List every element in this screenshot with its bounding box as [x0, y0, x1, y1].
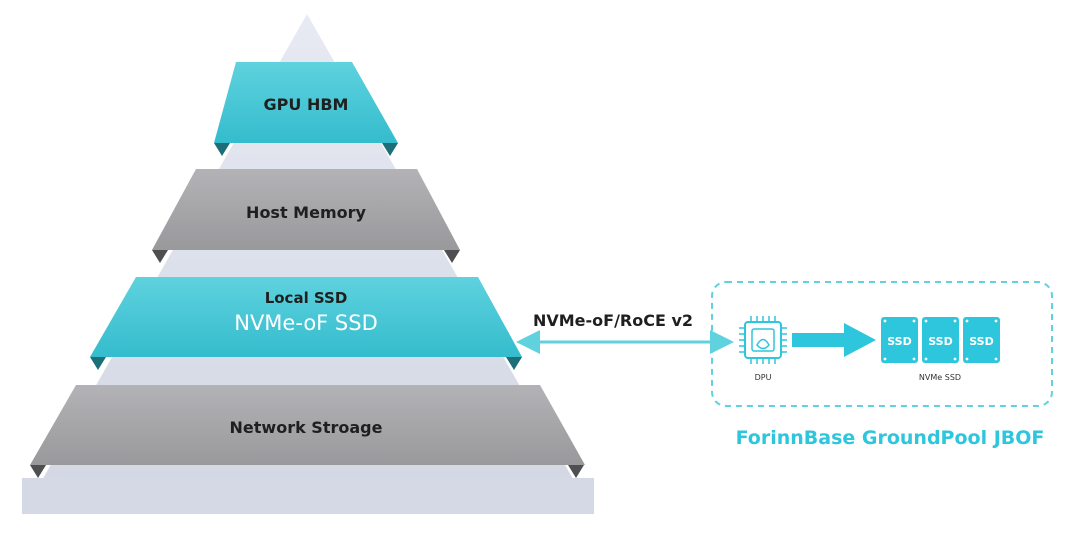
- ssd-drive-3-label: SSD: [969, 335, 993, 348]
- tier-network-storage-label: Network Stroage: [230, 418, 383, 437]
- tier-local-ssd-label: Local SSD: [265, 289, 348, 307]
- link-label: NVMe-oF/RoCE v2: [533, 311, 693, 330]
- tier-network-storage: Network Stroage: [30, 385, 585, 478]
- nvmeof-link: NVMe-oF/RoCE v2: [516, 311, 734, 354]
- ssd-drive-1: SSD: [881, 317, 918, 363]
- ssd-drive-3: SSD: [963, 317, 1000, 363]
- tier-host-memory-label: Host Memory: [246, 203, 366, 222]
- tier-local-ssd: Local SSD NVMe-oF SSD: [90, 277, 522, 370]
- dpu-chip-icon: [739, 316, 787, 364]
- tier-gpu-hbm: GPU HBM: [214, 62, 398, 156]
- tier-gpu-hbm-label: GPU HBM: [264, 95, 349, 114]
- tier-host-memory: Host Memory: [152, 169, 460, 263]
- tier-local-ssd-sublabel: NVMe-oF SSD: [234, 311, 378, 335]
- ssd-group-label: NVMe SSD: [919, 373, 961, 382]
- ssd-drive-1-label: SSD: [887, 335, 911, 348]
- dpu-to-ssd-arrow: [792, 323, 876, 357]
- jbof-enclosure: DPU SSD SSD SSD NVMe SSD: [711, 281, 1053, 407]
- pyramid-base: [22, 478, 594, 514]
- dpu-label: DPU: [755, 373, 772, 382]
- jbof-title: ForinnBase GroundPool JBOF: [736, 427, 1045, 449]
- ssd-drive-2: SSD: [922, 317, 959, 363]
- ssd-drive-2-label: SSD: [928, 335, 952, 348]
